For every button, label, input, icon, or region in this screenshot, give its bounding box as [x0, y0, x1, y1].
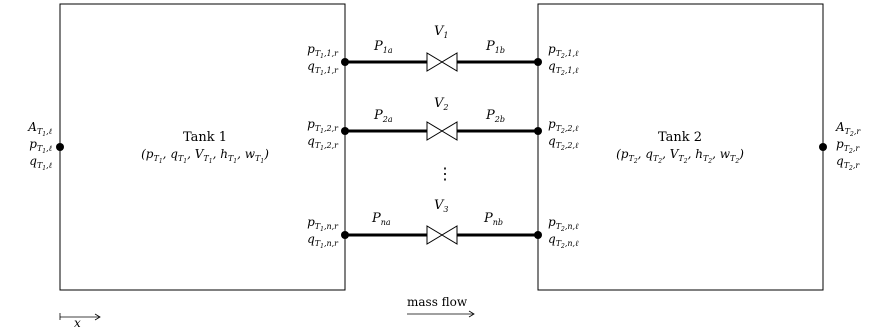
connection-n — [341, 225, 542, 245]
x-axis-arrow — [59, 313, 101, 321]
pipe-2a-label: P2a — [374, 108, 393, 124]
x-axis-label: x — [74, 316, 81, 330]
pipe-na-label: Pna — [372, 211, 391, 227]
valve-1-label: V1 — [434, 24, 449, 40]
tank2-title: Tank 2 — [657, 130, 703, 145]
tank1-port-1-dot — [341, 58, 349, 66]
valve-3-icon — [426, 225, 443, 245]
tank2-right-boundary-dot — [819, 143, 827, 151]
mass-flow-arrow — [407, 310, 475, 318]
mass-flow-label: mass flow — [407, 295, 468, 309]
ellipsis: ⋮ — [437, 164, 453, 183]
tank1-port-2-dot — [341, 127, 349, 135]
tank2-port-1-dot — [534, 58, 542, 66]
pipe-1b-label: P1b — [486, 39, 505, 55]
valve-1-icon — [426, 52, 443, 72]
tank1-state: (pT1, qT1, VT1, hT1, wT1) — [141, 147, 269, 165]
valve-2-icon — [426, 121, 443, 141]
connection-1 — [341, 52, 542, 72]
pipe-nb-label: Pnb — [484, 211, 504, 227]
tank2-port-n-dot — [534, 231, 542, 239]
valve-2-label: V2 — [434, 96, 449, 112]
pipe-1a-label: P1a — [374, 39, 393, 55]
valve-3-label: V3 — [434, 198, 449, 214]
tank2-port-2-dot — [534, 127, 542, 135]
tank1-left-boundary-dot — [56, 143, 64, 151]
tank2-state: (pT2, qT2, VT2, hT2, wT2) — [616, 147, 744, 165]
pipe-2b-label: P2b — [486, 108, 505, 124]
tank1-title: Tank 1 — [182, 130, 228, 145]
tank1-port-n-dot — [341, 231, 349, 239]
connection-2 — [341, 121, 542, 141]
